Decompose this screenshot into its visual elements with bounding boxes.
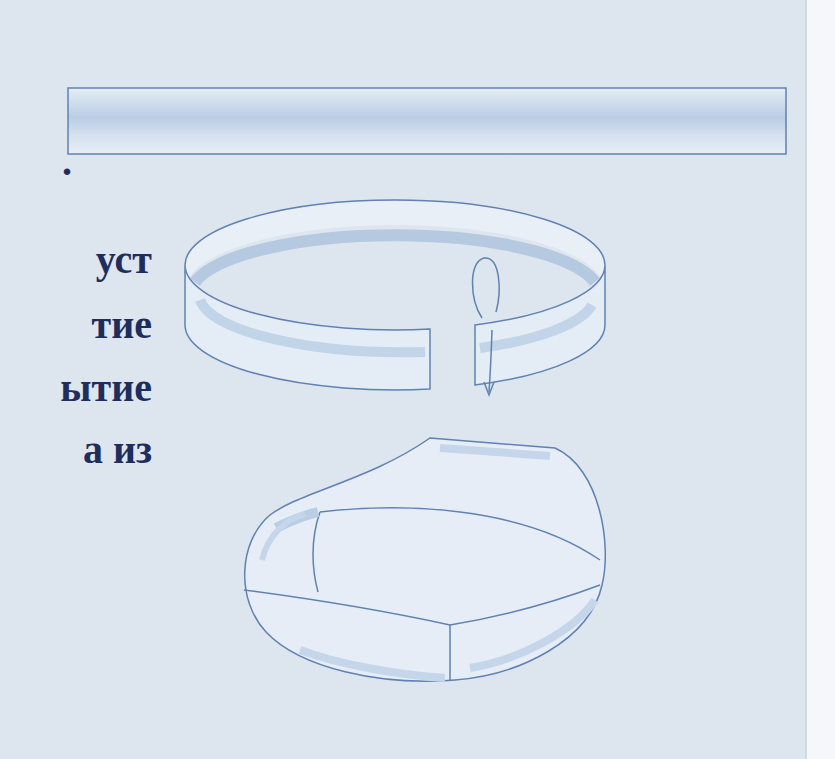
slide-text: . xyxy=(62,142,72,182)
slide-text: ытие xyxy=(60,368,152,408)
ring-strip xyxy=(185,200,605,390)
paper-strip xyxy=(68,88,786,154)
twist-arrow xyxy=(473,258,500,395)
side-panel xyxy=(806,0,835,759)
slide-text: тие xyxy=(92,305,152,345)
slide-text: уст xyxy=(96,240,152,280)
moebius-strip xyxy=(244,438,605,681)
slide-text: а из xyxy=(83,430,152,470)
panel-edge xyxy=(806,0,807,759)
